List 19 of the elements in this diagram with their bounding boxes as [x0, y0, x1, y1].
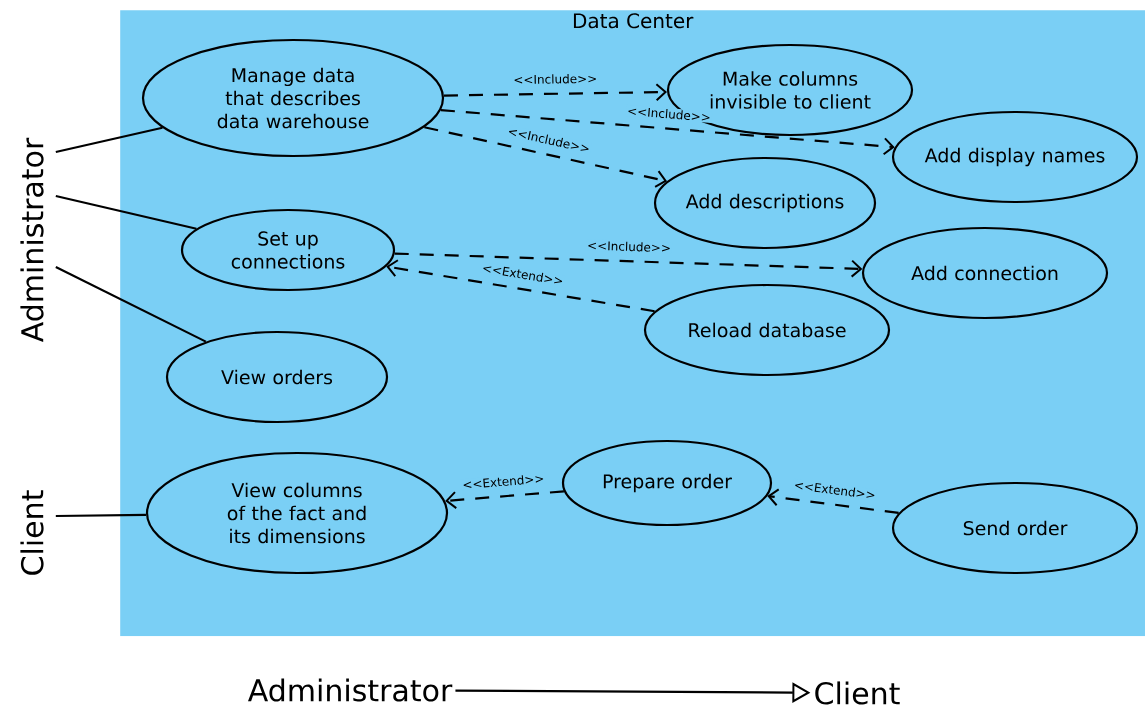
actor-label: Administrator [20, 137, 44, 342]
association-line [55, 513, 146, 518]
edge-label: <<Include>> [512, 72, 599, 86]
edge-label: <<Extend>> [460, 472, 546, 491]
actor-label: Client [815, 681, 900, 705]
connector-arrow [394, 252, 863, 278]
association-line [55, 194, 197, 230]
edge-label: <<Extend>> [792, 478, 878, 501]
association-line [55, 266, 207, 343]
connector-arrow [443, 83, 668, 102]
connector-arrow [767, 488, 899, 515]
connector-arrow [440, 109, 895, 156]
actor-label: Client [20, 490, 44, 575]
edge-label: <<Extend>> [480, 261, 566, 287]
connector-arrow [424, 126, 668, 188]
connector-arrow [386, 259, 655, 313]
connector-arrow [445, 490, 564, 510]
actor-label: Administrator [248, 678, 453, 702]
association-line [55, 126, 163, 154]
